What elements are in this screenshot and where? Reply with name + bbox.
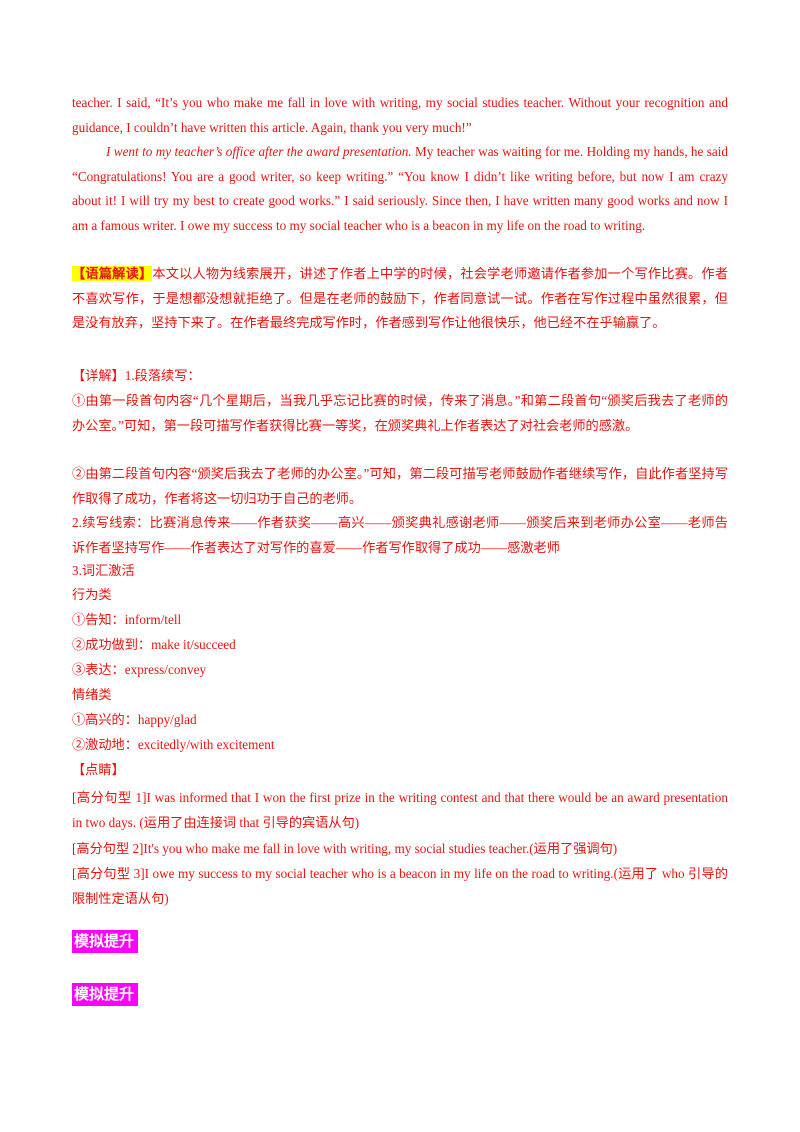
essay-paragraph-2: I went to my teacher’s office after the … <box>72 140 728 238</box>
sentence-pattern-3: [高分句型 3]I owe my success to my social te… <box>72 866 728 906</box>
vocab-item: ②激动地：excitedly/with excitement <box>72 737 275 752</box>
analysis-tag: 【语篇解读】 <box>72 266 153 281</box>
vocab-item: ①告知：inform/tell <box>72 612 182 627</box>
detail-heading: 【详解】1.段落续写： <box>72 368 201 383</box>
vocab-category-emotion: 情绪类 <box>72 687 112 702</box>
writing-clue: 2.续写线索：比赛消息传来——作者获奖——高兴——颁奖典礼感谢老师——颁奖后来到… <box>72 515 728 555</box>
vocab-item: ②成功做到：make it/succeed <box>72 637 236 652</box>
essay-paragraph-1: teacher. I said, “It’s you who make me f… <box>72 95 728 135</box>
detail-point-2: ②由第二段首句内容“颁奖后我去了老师的办公室。”可知，第二段可描写老师鼓励作者继… <box>72 466 728 506</box>
analysis-text: 本文以人物为线索展开，讲述了作者上中学的时候，社会学老师邀请作者参加一个写作比赛… <box>72 266 729 330</box>
paragraph-opening-sentence: I went to my teacher’s office after the … <box>106 144 412 159</box>
detail-point-1: ①由第一段首句内容“几个星期后，当我几乎忘记比赛的时候，传来了消息。”和第二段首… <box>72 393 728 433</box>
vocab-category-action: 行为类 <box>72 587 112 602</box>
paragraph-continuation: My teacher was waiting for me. Holding m… <box>72 144 729 233</box>
section-heading-simulation: 模拟提升 <box>72 930 139 953</box>
analysis-paragraph: 【语篇解读】本文以人物为线索展开，讲述了作者上中学的时候，社会学老师邀请作者参加… <box>72 262 728 336</box>
sentence-pattern-2: [高分句型 2]It's you who make me fall in lov… <box>72 841 618 856</box>
dianjing-heading: 【点睛】 <box>72 762 125 777</box>
sentence-pattern-1: [高分句型 1]I was informed that I won the fi… <box>72 790 728 830</box>
section-heading-simulation: 模拟提升 <box>72 983 139 1006</box>
vocab-item: ①高兴的：happy/glad <box>72 712 197 727</box>
vocab-heading: 3.词汇激活 <box>72 563 135 578</box>
vocab-item: ③表达：express/convey <box>72 662 207 677</box>
